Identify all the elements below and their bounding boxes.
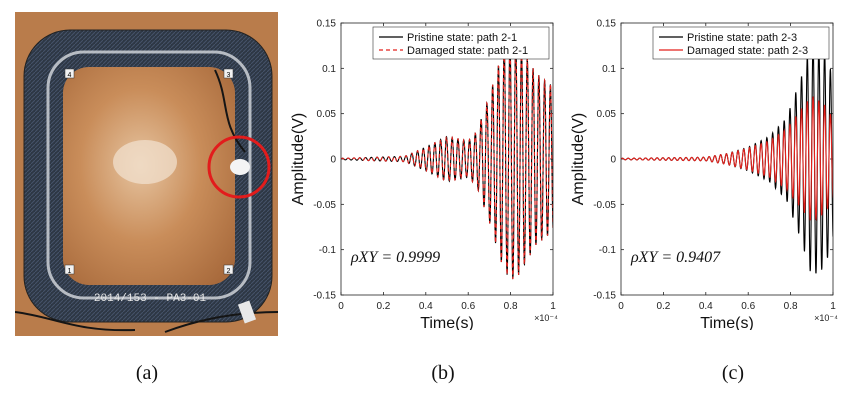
table-reflection xyxy=(113,140,177,184)
y-axis-label: Amplitude(V) xyxy=(290,113,307,205)
y-tick-label: 0.15 xyxy=(597,19,617,30)
y-tick-label: -0.05 xyxy=(313,200,336,211)
legend-label-2: Damaged state: path 2-3 xyxy=(687,45,808,57)
damage-marker-circle xyxy=(207,135,271,199)
connector-tag xyxy=(237,300,257,324)
x-tick-label: 1 xyxy=(550,301,556,312)
legend-box xyxy=(372,26,550,60)
y-tick-label: 0 xyxy=(330,155,336,166)
caption-a: (a) xyxy=(135,362,159,384)
y-tick-label: -0.1 xyxy=(599,245,617,256)
x-axis-label: Time(s) xyxy=(700,315,754,330)
sensor-2 xyxy=(223,264,234,275)
sensor-1-label: 1 xyxy=(68,268,72,275)
x-tick-label: 0.8 xyxy=(784,301,798,312)
y-tick-label: 0.05 xyxy=(317,109,337,120)
plot-frame xyxy=(620,22,834,296)
y-tick-label: 0.1 xyxy=(322,64,336,75)
y-tick-label: 0.05 xyxy=(597,109,617,120)
chart-path-2-3: -0.15 -0.1 -0.05 0 0.05 0.1 0.15 0 0.2 0.4 0.6 0.8 1… xyxy=(570,19,838,331)
correlation-annotation: ρXY = 0.9999 xyxy=(350,249,440,266)
x-exponent-label: ×10⁻⁴ xyxy=(534,313,558,323)
sensor-3-label: 3 xyxy=(227,72,231,79)
series-line-2 xyxy=(341,38,553,280)
y-tick-label: 0.15 xyxy=(317,19,337,30)
sensor-3 xyxy=(223,68,234,79)
x-axis-label: Time(s) xyxy=(420,315,474,330)
y-tick-label: -0.1 xyxy=(319,245,337,256)
sensor-4 xyxy=(64,68,75,79)
plot-frame xyxy=(340,22,554,296)
caption-c: (c) xyxy=(721,362,745,384)
legend-label-1: Pristine state: path 2-3 xyxy=(687,32,797,44)
cable-right xyxy=(214,69,246,153)
x-tick-label: 0.8 xyxy=(504,301,518,312)
y-tick-label: -0.05 xyxy=(593,200,616,211)
legend-label-1: Pristine state: path 2-1 xyxy=(407,32,517,44)
y-tick-label: 0 xyxy=(610,155,616,166)
correlation-annotation: ρXY = 0.9407 xyxy=(630,249,721,266)
x-tick-label: 0 xyxy=(338,301,344,312)
y-tick-label: 0.1 xyxy=(602,64,616,75)
sensor-wire-loop xyxy=(46,50,252,300)
x-tick-label: 0.2 xyxy=(656,301,670,312)
cable-bottom xyxy=(15,311,278,333)
legend-label-2: Damaged state: path 2-1 xyxy=(407,45,528,57)
caption-b: (b) xyxy=(431,362,455,384)
x-tick-label: 0.4 xyxy=(419,301,433,312)
y-axis-label: Amplitude(V) xyxy=(570,113,587,205)
sensor-1 xyxy=(64,264,75,275)
damage-patch xyxy=(230,159,250,175)
y-tick-label: -0.15 xyxy=(593,291,616,302)
x-tick-label: 0.2 xyxy=(376,301,390,312)
sensor-2-label: 2 xyxy=(227,268,231,275)
series-line-2 xyxy=(621,96,833,222)
sensor-4-label: 4 xyxy=(68,72,72,79)
y-tick-label: -0.15 xyxy=(313,291,336,302)
chart-path-2-1: -0.15 -0.1 -0.05 0 0.05 0.1 0.15 0 0.2 0.4 0.6 0.8 1… xyxy=(290,19,558,331)
pcb-label: 2014/153 - PA3-01 xyxy=(94,293,207,305)
specimen-photo: 4 3 1 2 2014/153 - PA3-01 xyxy=(15,12,278,336)
x-tick-label: 1 xyxy=(830,301,836,312)
x-exponent-label: ×10⁻⁴ xyxy=(814,313,838,323)
x-tick-label: 0.6 xyxy=(461,301,475,312)
x-tick-label: 0.4 xyxy=(699,301,713,312)
legend-box xyxy=(652,26,830,60)
x-tick-label: 0.6 xyxy=(741,301,755,312)
x-tick-label: 0 xyxy=(618,301,624,312)
